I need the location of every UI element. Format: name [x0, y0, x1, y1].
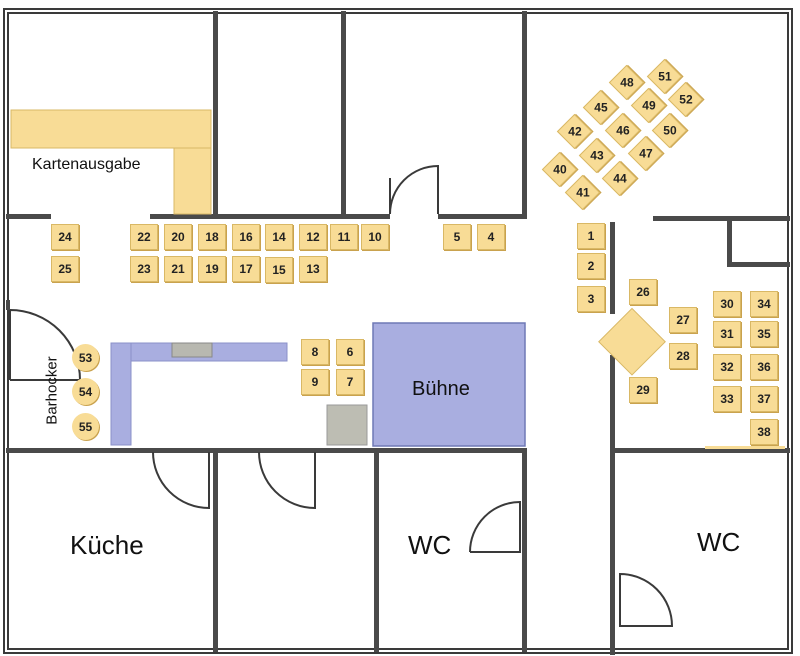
seat[interactable]: 25 — [51, 256, 79, 282]
seat[interactable]: 8 — [301, 339, 329, 365]
seat[interactable]: 36 — [750, 354, 778, 380]
seat[interactable]: 22 — [130, 224, 158, 250]
seat[interactable]: 13 — [299, 256, 327, 282]
seat[interactable]: 10 — [361, 224, 389, 250]
seat[interactable]: 20 — [164, 224, 192, 250]
label-barhocker: Barhocker — [43, 356, 61, 425]
seat[interactable]: 21 — [164, 256, 192, 282]
interior-walls — [6, 11, 790, 655]
seat[interactable]: 11 — [330, 224, 358, 250]
seat[interactable]: 23 — [130, 256, 158, 282]
label-wc-left: WC — [408, 530, 452, 560]
seat[interactable]: 14 — [265, 224, 293, 250]
doors — [9, 164, 674, 627]
seat[interactable]: 30 — [713, 291, 741, 317]
seat[interactable]: 3 — [577, 286, 605, 312]
seat[interactable]: 9 — [301, 369, 329, 395]
seat[interactable]: 28 — [669, 343, 697, 369]
right-bottom-strip — [705, 446, 785, 449]
seat[interactable]: 24 — [51, 224, 79, 250]
label-buehne: Bühne — [412, 378, 470, 400]
seat[interactable]: 17 — [232, 256, 260, 282]
seat[interactable]: 19 — [198, 256, 226, 282]
seat[interactable]: 4 — [477, 224, 505, 250]
seat[interactable]: 16 — [232, 224, 260, 250]
seat[interactable]: 5 — [443, 224, 471, 250]
seat[interactable]: 32 — [713, 354, 741, 380]
seat[interactable]: 37 — [750, 386, 778, 412]
seat[interactable]: 34 — [750, 291, 778, 317]
seat[interactable]: 2 — [577, 253, 605, 279]
stage — [372, 322, 526, 447]
seat[interactable]: 18 — [198, 224, 226, 250]
seat[interactable]: 29 — [629, 377, 657, 403]
seat[interactable]: 26 — [629, 279, 657, 305]
bar-stool[interactable]: 55 — [72, 413, 99, 440]
bar-stool[interactable]: 53 — [72, 344, 99, 371]
bar-counter — [110, 342, 288, 446]
ticket-counter — [10, 109, 212, 215]
label-kartenausgabe: Kartenausgabe — [32, 156, 141, 173]
label-kueche: Küche — [70, 530, 144, 560]
equipment-box — [326, 404, 368, 446]
seat[interactable]: 33 — [713, 386, 741, 412]
label-wc-right: WC — [697, 527, 741, 557]
seat[interactable]: 12 — [299, 224, 327, 250]
seat[interactable]: 6 — [336, 339, 364, 365]
seat[interactable]: 31 — [713, 321, 741, 347]
diamond-table — [598, 307, 666, 376]
seat[interactable]: 27 — [669, 307, 697, 333]
seat[interactable]: 1 — [577, 223, 605, 249]
seat[interactable]: 15 — [265, 257, 293, 283]
seat[interactable]: 35 — [750, 321, 778, 347]
bar-stool[interactable]: 54 — [72, 378, 99, 405]
seat[interactable]: 38 — [750, 419, 778, 445]
seat[interactable]: 7 — [336, 369, 364, 395]
